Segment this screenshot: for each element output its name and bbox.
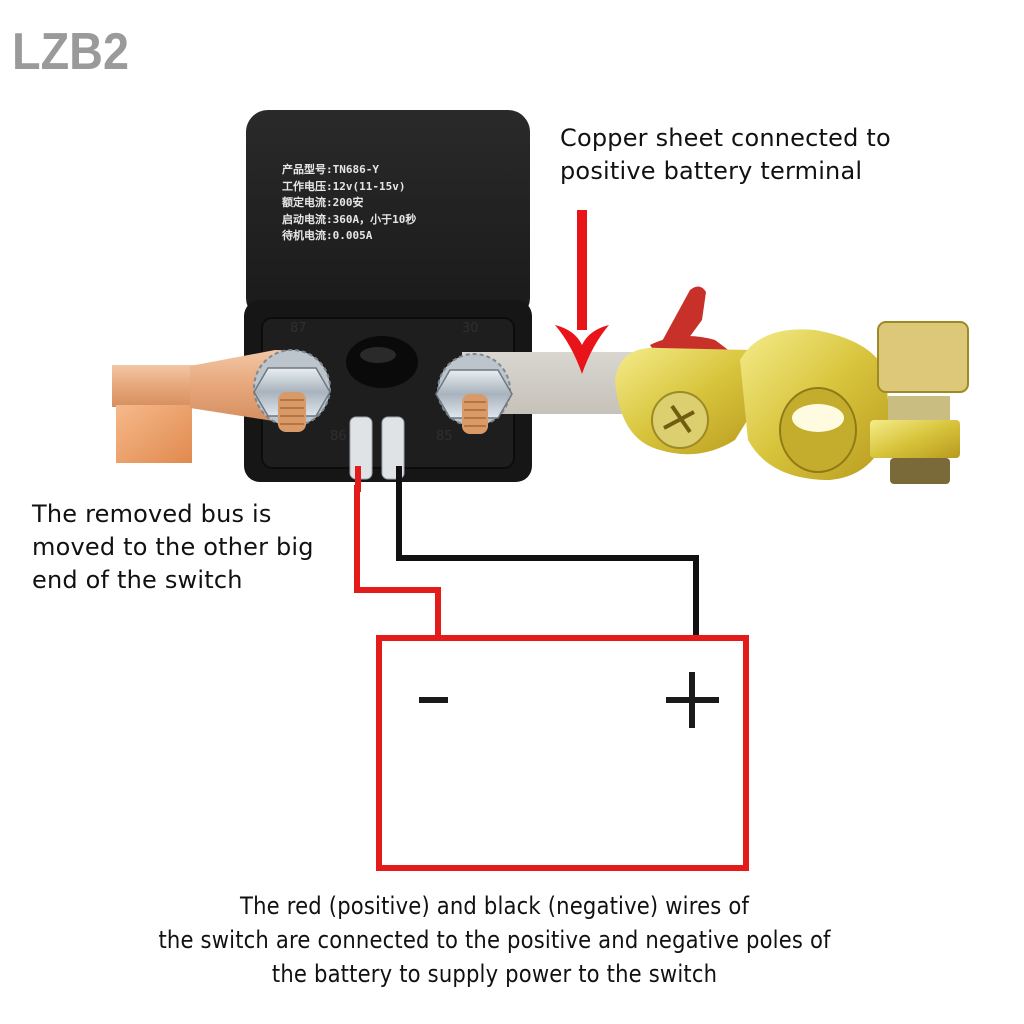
terminal-86-label: 86 xyxy=(330,429,347,444)
removed-bus-callout: The removed bus is moved to the other bi… xyxy=(32,498,314,597)
black-wire xyxy=(396,485,699,637)
terminal-87-label: 87 xyxy=(290,321,307,336)
spec-standby-current: 待机电流:0.005A xyxy=(282,229,373,242)
terminal-30-label: 30 xyxy=(462,321,479,336)
relay-spec-label: 产品型号:TN686-Y 工作电压:12v(11-15v) 额定电流:200安 … xyxy=(282,162,416,245)
copper-sheet-callout: Copper sheet connected to positive batte… xyxy=(560,122,891,188)
watermark: LZB2 xyxy=(12,23,129,81)
spec-start-current: 启动电流:360A，小于10秒 xyxy=(282,212,417,226)
right-terminal-nut-icon xyxy=(435,353,513,434)
spec-voltage: 工作电压:12v(11-15v) xyxy=(282,179,406,193)
callout-line: The red (positive) and black (negative) … xyxy=(240,892,750,920)
battery-positive-icon xyxy=(666,672,719,728)
left-terminal-nut-icon xyxy=(253,349,331,432)
battery-terminal-clamp xyxy=(615,286,969,484)
spec-model: 产品型号:TN686-Y xyxy=(282,163,379,176)
callout-line: moved to the other big xyxy=(32,533,314,561)
callout-line: the battery to supply power to the switc… xyxy=(271,960,718,988)
signal-terminals xyxy=(349,416,405,492)
arrow-down-icon xyxy=(555,210,609,374)
callout-line: Copper sheet connected to xyxy=(560,124,891,152)
callout-line: end of the switch xyxy=(32,566,243,594)
terminal-85-label: 85 xyxy=(436,429,453,444)
relay-switch: 87 30 86 85 xyxy=(244,110,532,482)
red-wire xyxy=(354,485,441,637)
callout-line: positive battery terminal xyxy=(560,157,863,185)
callout-line: The removed bus is xyxy=(32,500,272,528)
spec-rated-current: 额定电流:200安 xyxy=(282,196,364,209)
battery-outline xyxy=(376,635,749,871)
callout-line: the switch are connected to the positive… xyxy=(158,926,831,954)
wires-note-callout: The red (positive) and black (negative) … xyxy=(0,889,989,991)
battery-negative-icon xyxy=(419,697,448,703)
